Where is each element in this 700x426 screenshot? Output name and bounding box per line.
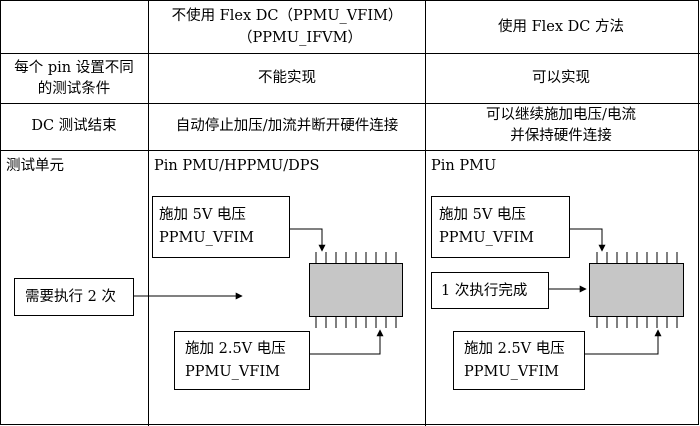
row-unit-with-title: Pin PMU <box>431 158 497 174</box>
header-without-line2: （PPMU_IFVM） <box>238 30 362 46</box>
header-with: 使用 Flex DC 方法 <box>497 19 625 35</box>
left-chip-pins-top <box>315 252 397 263</box>
row-conditions-label-line2: 的测试条件 <box>37 81 111 97</box>
row-unit-label: 测试单元 <box>6 158 64 174</box>
left-bottom-box-line1: 施加 2.5V 电压 <box>185 341 286 357</box>
right-chip-pins-top <box>596 252 678 263</box>
left-bottom-box-line2: PPMU_VFIM <box>185 364 280 380</box>
left-top-box: 施加 5V 电压 PPMU_VFIM <box>152 196 290 258</box>
right-chip-pins-bottom <box>596 317 678 328</box>
header-without-line1: 不使用 Flex DC（PPMU_VFIM） <box>171 8 403 24</box>
right-top-box-line2: PPMU_VFIM <box>439 230 534 246</box>
left-chip-body <box>309 263 403 317</box>
left-side-box: 需要执行 2 次 <box>14 278 134 316</box>
left-bottom-box: 施加 2.5V 电压 PPMU_VFIM <box>174 331 310 390</box>
left-side-box-label: 需要执行 2 次 <box>25 289 116 305</box>
left-chip <box>309 252 403 328</box>
row-unit-without-title: Pin PMU/HPPMU/DPS <box>154 158 320 174</box>
row-dc-end-with-line2: 并保持硬件连接 <box>510 128 612 144</box>
right-top-box-line1: 施加 5V 电压 <box>439 207 526 223</box>
left-top-arrow <box>290 228 326 252</box>
right-bottom-box-line2: PPMU_VFIM <box>464 364 559 380</box>
right-side-box-label: 1 次执行完成 <box>441 283 528 299</box>
row-dc-end-without: 自动停止加压/加流并断开硬件连接 <box>175 118 399 134</box>
row-dc-end-with-line1: 可以继续施加电压/电流 <box>486 107 636 123</box>
right-top-arrow <box>570 228 606 252</box>
right-chip <box>589 252 684 328</box>
left-bottom-arrow <box>310 329 384 355</box>
row-conditions-without: 不能实现 <box>258 70 316 86</box>
right-side-box: 1 次执行完成 <box>431 272 549 309</box>
row-conditions-with: 可以实现 <box>532 70 590 86</box>
left-top-box-line1: 施加 5V 电压 <box>159 207 246 223</box>
right-bottom-box: 施加 2.5V 电压 PPMU_VFIM <box>453 331 585 390</box>
right-bottom-box-line1: 施加 2.5V 电压 <box>464 341 565 357</box>
row-conditions-label-line1: 每个 pin 设置不同 <box>14 60 134 76</box>
left-top-box-line2: PPMU_VFIM <box>159 230 254 246</box>
right-bottom-arrow <box>585 329 662 355</box>
left-chip-pins-bottom <box>315 317 397 328</box>
row-dc-end-label: DC 测试结束 <box>31 118 117 134</box>
right-chip-body <box>589 263 684 317</box>
right-top-box: 施加 5V 电压 PPMU_VFIM <box>431 196 570 258</box>
